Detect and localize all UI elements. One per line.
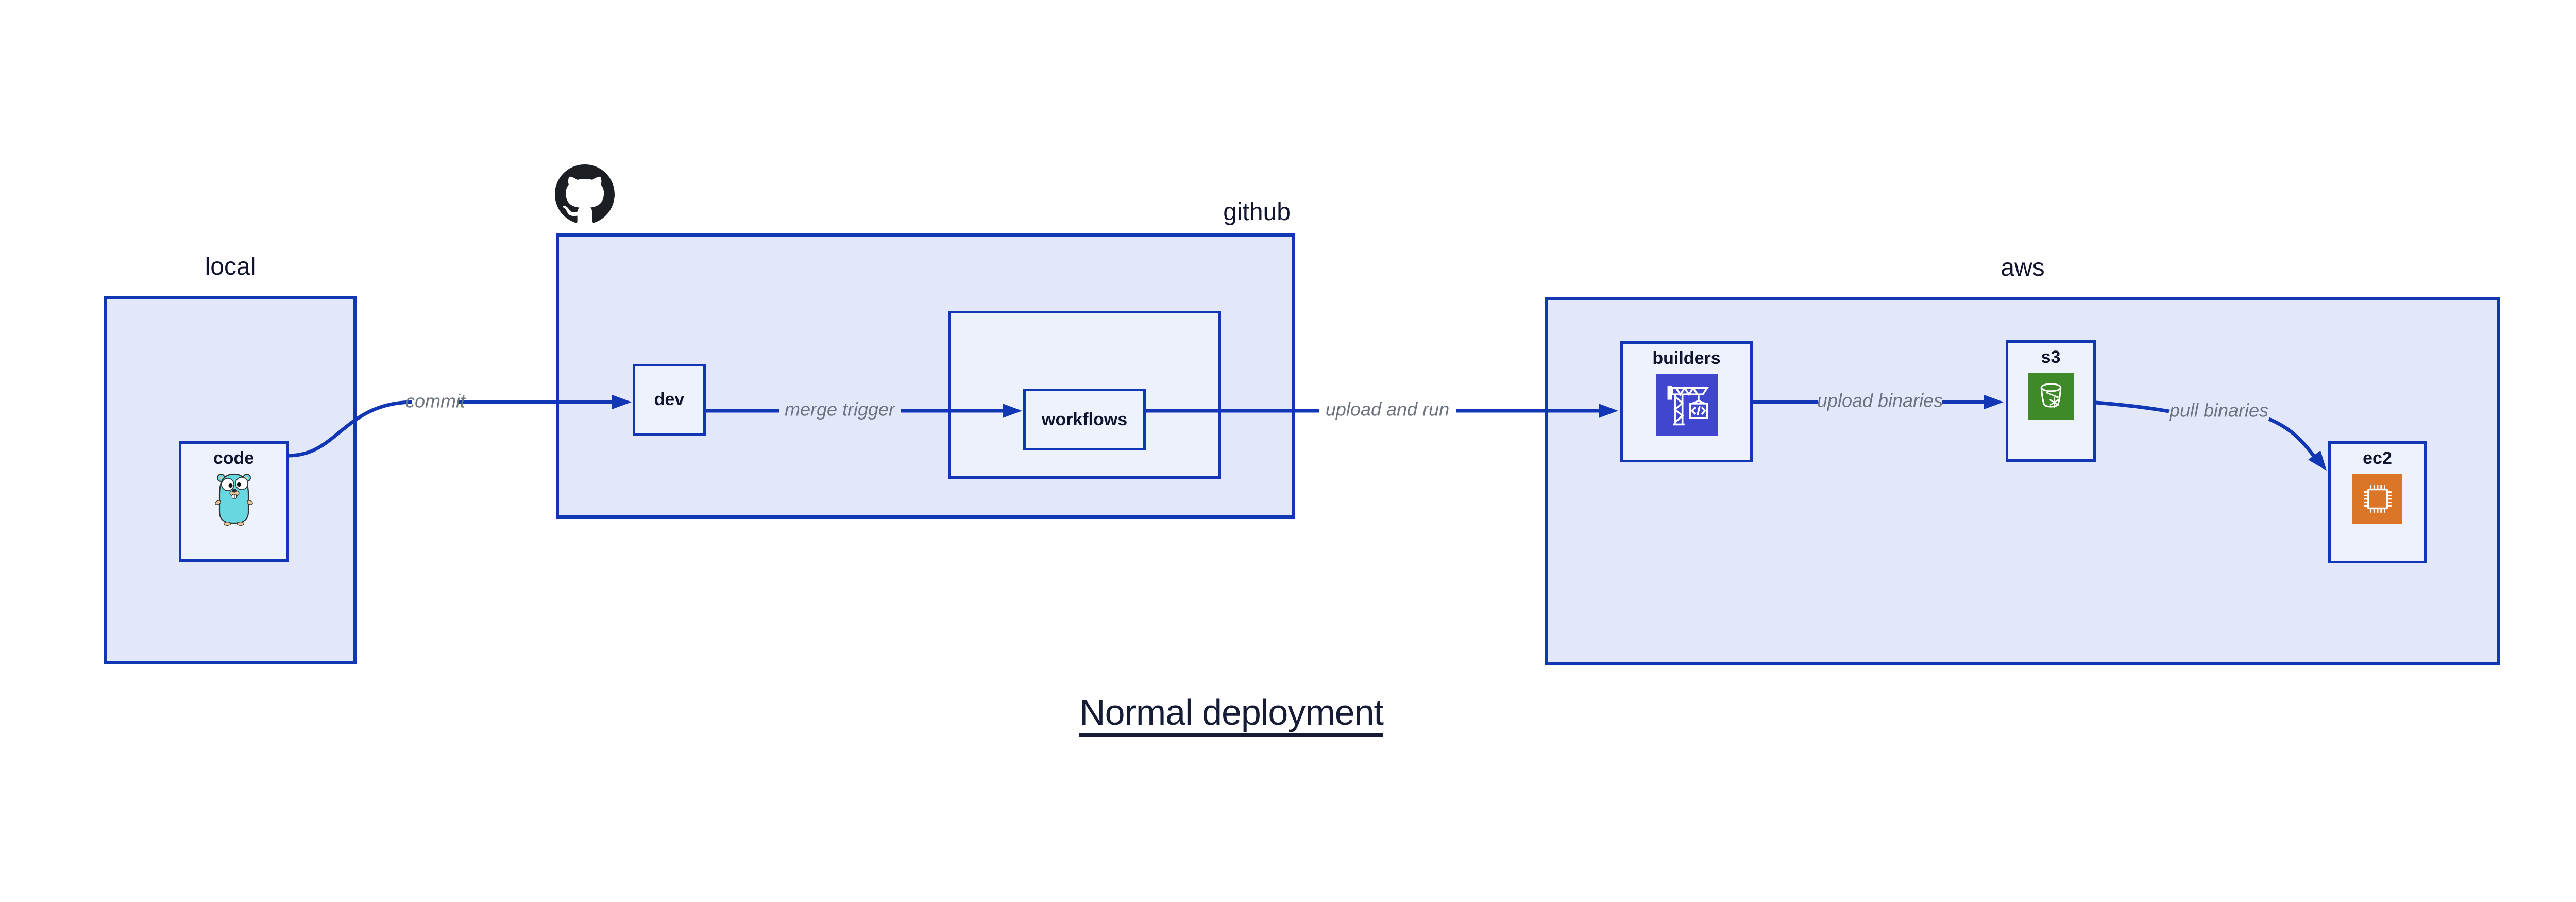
node-dev: dev xyxy=(633,364,706,436)
s3-glacier-bucket-icon xyxy=(2027,373,2074,420)
node-builders-label: builders xyxy=(1652,348,1721,368)
node-code: code xyxy=(179,441,289,562)
node-s3-label: s3 xyxy=(2041,347,2061,367)
ec2-chip-icon xyxy=(2352,474,2402,524)
diagram-title: Normal deployment xyxy=(1079,692,1384,732)
node-builders: builders xyxy=(1620,341,1753,462)
node-dev-label: dev xyxy=(654,390,685,410)
node-code-label: code xyxy=(213,448,255,468)
go-gopher-icon xyxy=(214,473,253,526)
node-s3: s3 xyxy=(2006,340,2096,462)
node-ec2-label: ec2 xyxy=(2363,448,2392,468)
edge-label-commit: commit xyxy=(405,391,466,412)
codebuild-crane-icon xyxy=(1655,374,1718,436)
node-workflows: workflows xyxy=(1023,389,1146,450)
cluster-label-local: local xyxy=(205,253,256,280)
cluster-label-aws: aws xyxy=(2001,254,2045,281)
github-octocat-icon xyxy=(555,164,615,223)
cluster-label-github: github xyxy=(1223,198,1291,226)
node-workflows-label: workflows xyxy=(1041,409,1128,429)
edge-label-upload-and-run: upload and run xyxy=(1326,399,1449,420)
node-ec2: ec2 xyxy=(2328,441,2427,563)
